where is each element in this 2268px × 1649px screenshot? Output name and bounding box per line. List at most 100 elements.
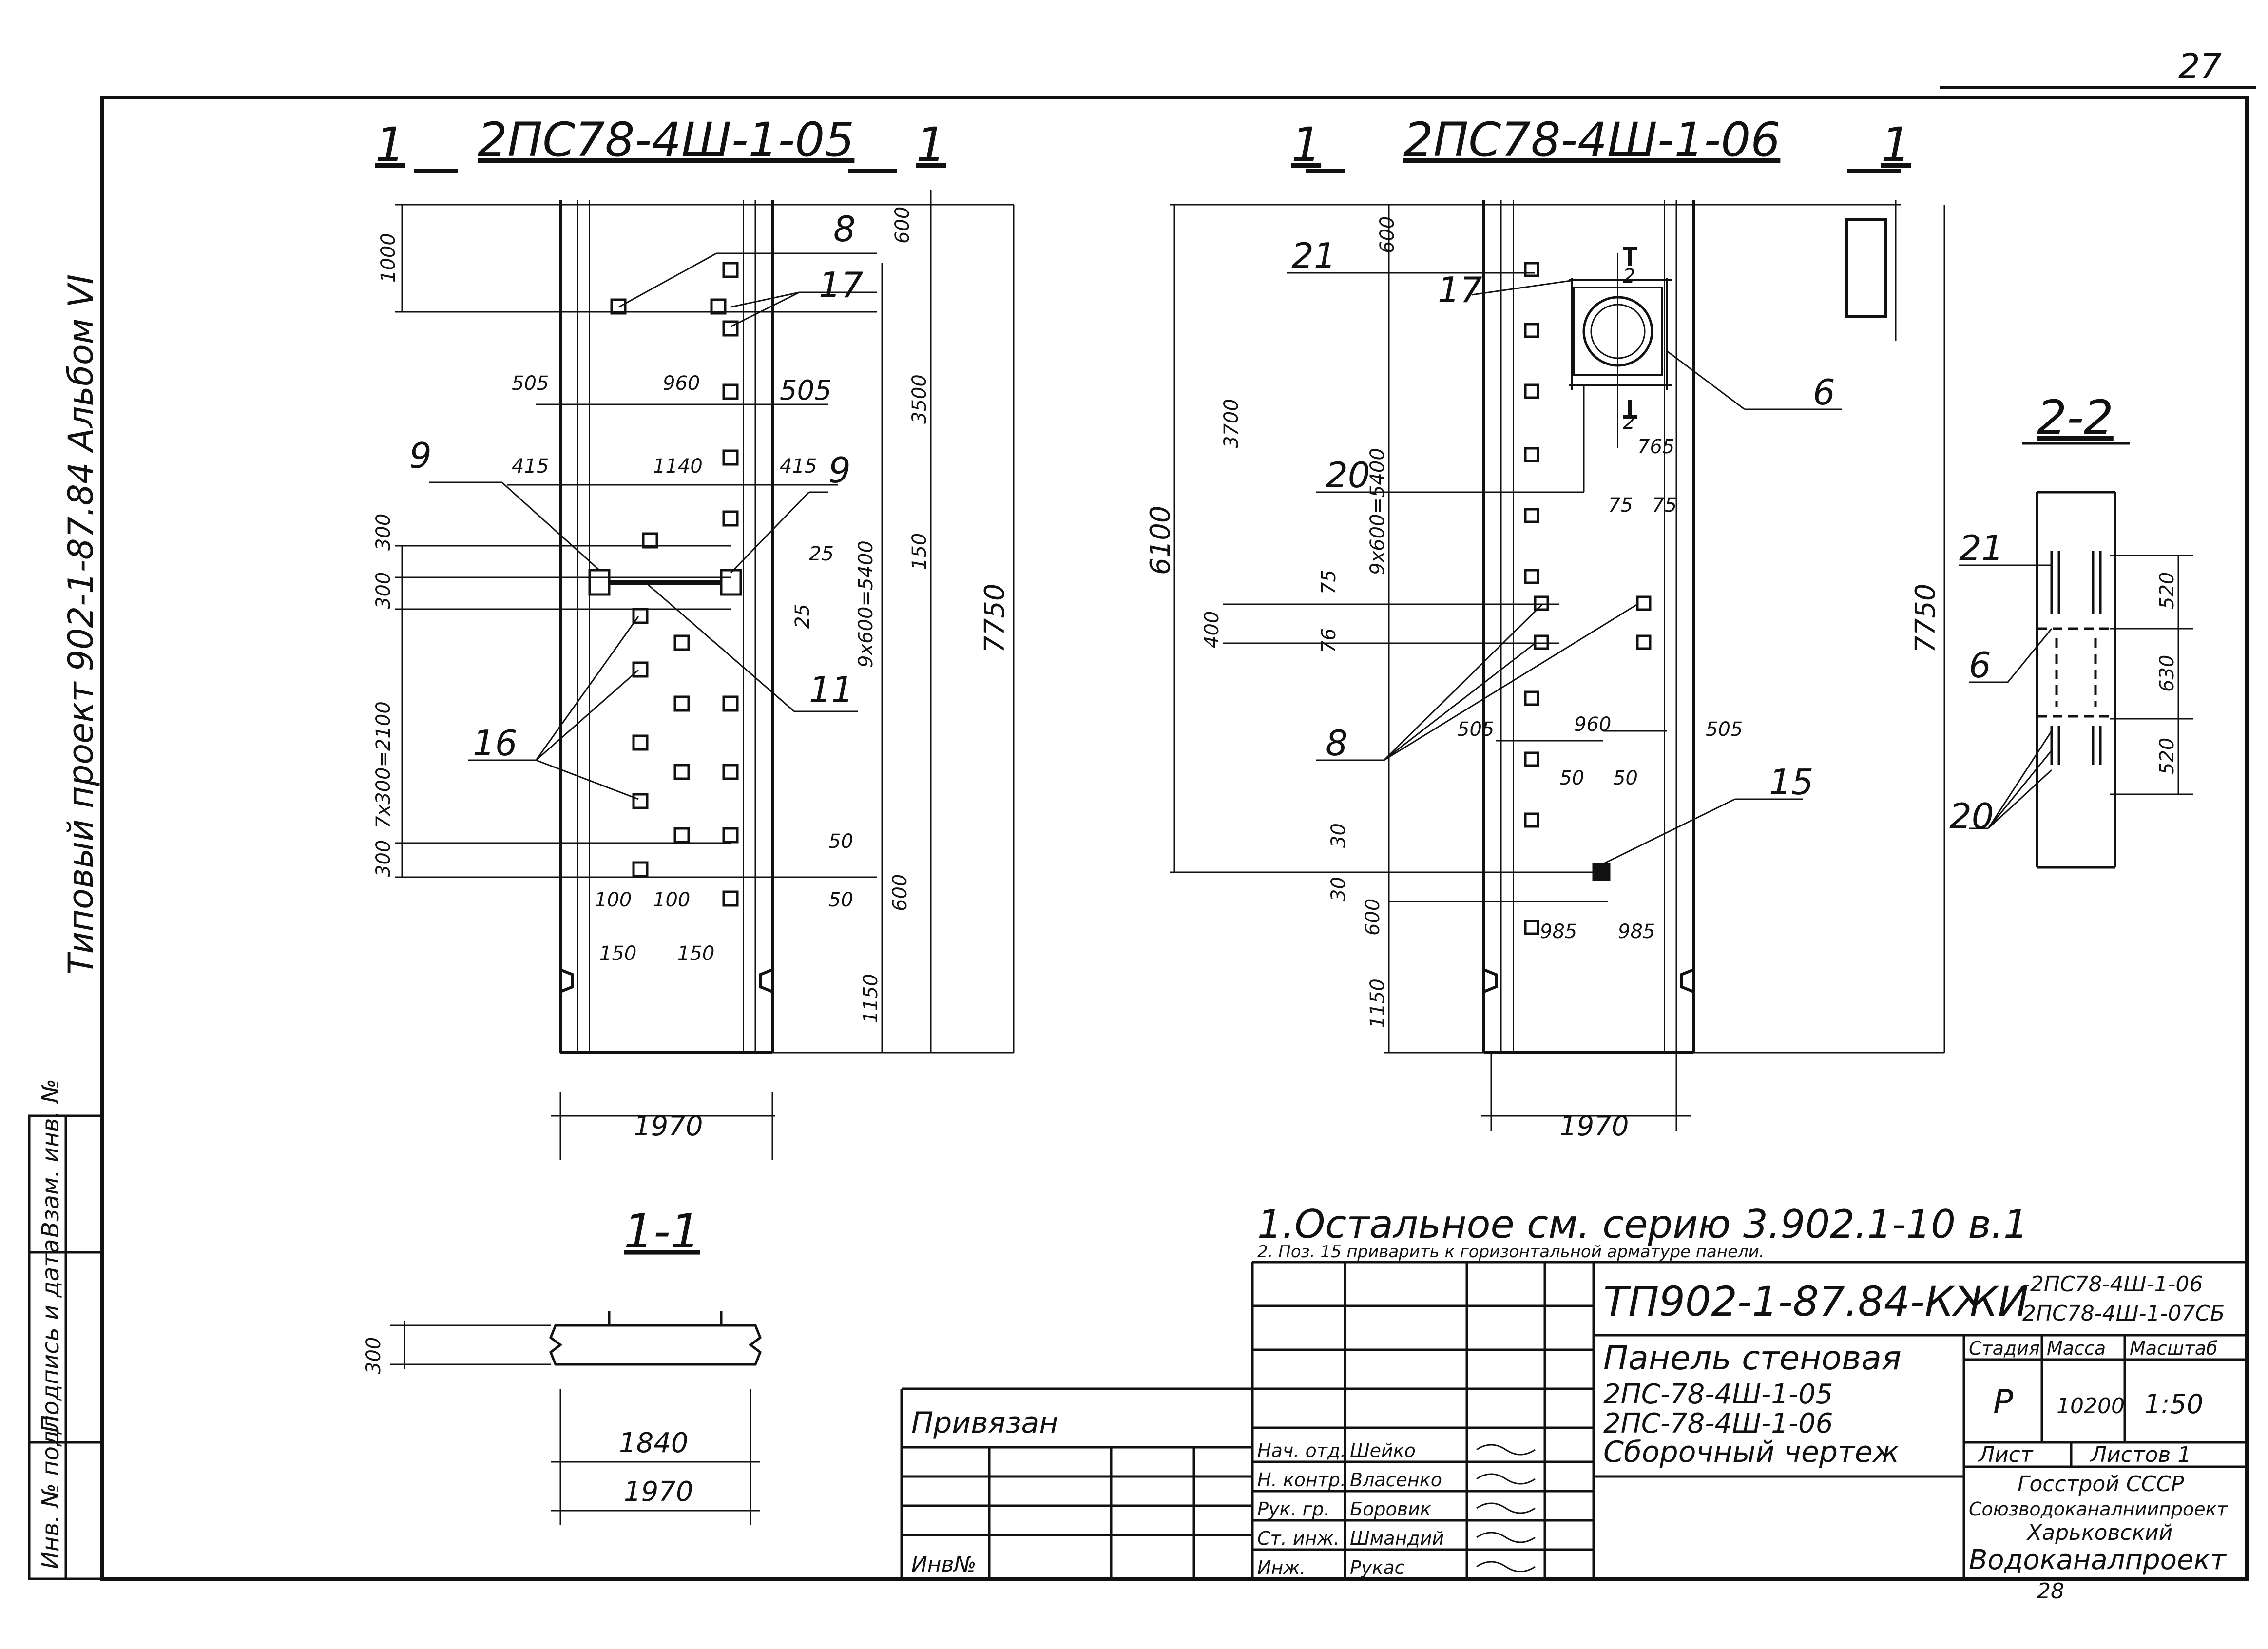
panel-b: 1 1 2ПС78-4Ш-1-06 600 3700 9x600=5400 61… [1145, 113, 1945, 1142]
dim-a-50-2: 50 [828, 889, 853, 911]
stamp-role-2: Н. контр. [1257, 1469, 1346, 1491]
label-a-11: 11 [809, 669, 854, 710]
stamp-org-3: Харьковский [2026, 1520, 2172, 1545]
stamp-role-4: Ст. инж. [1257, 1528, 1340, 1549]
dim-11-300: 300 [363, 1337, 385, 1374]
dim-a-505-left: 505 [512, 372, 549, 395]
stamp-stage: Р [1993, 1383, 2013, 1421]
dim-a-300-2: 300 [372, 572, 395, 609]
label-a-17: 17 [819, 265, 864, 306]
dim-a-3500: 3500 [908, 374, 931, 424]
dim-b-75-1: 75 [1608, 494, 1633, 517]
label-22-6: 6 [1969, 645, 1991, 686]
stamp-sheet-header: Лист [1978, 1442, 2034, 1467]
dim-a-7x300: 7x300=2100 [372, 701, 395, 828]
dim-b-1150: 1150 [1366, 978, 1389, 1028]
dim-a-1000: 1000 [377, 233, 400, 283]
label-b-15: 15 [1769, 762, 1814, 803]
dim-11-1840: 1840 [619, 1427, 689, 1459]
panel-a-title: 2ПС78-4Ш-1-05 [478, 113, 854, 167]
stamp-person-4: Шмандий [1350, 1528, 1444, 1549]
note-2: 2. Поз. 15 приварить к горизонтальной ар… [1257, 1242, 1765, 1262]
dim-b-6100: 6100 [1145, 505, 1176, 575]
stamp-person-5: Рукас [1350, 1557, 1405, 1578]
dim-b-50-2: 50 [1613, 767, 1638, 789]
label-b-21: 21 [1291, 235, 1336, 276]
dim-b-30-2: 30 [1327, 877, 1350, 901]
dim-a-50-1: 50 [828, 830, 853, 853]
stamp-scale-header: Масштаб [2130, 1338, 2218, 1359]
dim-b-600: 600 [1376, 216, 1399, 253]
dim-b-600-bottom: 600 [1362, 899, 1384, 936]
dim-a-1970: 1970 [634, 1111, 703, 1142]
dim-22-520-1: 520 [2156, 572, 2178, 609]
dim-b-505-left: 505 [1457, 718, 1494, 741]
dim-a-9x600: 9x600=5400 [855, 540, 877, 668]
dim-a-960: 960 [663, 372, 700, 395]
label-b-6: 6 [1813, 372, 1835, 413]
label-b-20: 20 [1326, 455, 1370, 496]
dim-a-300-1: 300 [372, 514, 395, 551]
stamp-role-3: Рук. гр. [1257, 1498, 1330, 1520]
left-stamp-replace: Взам. инв. № [37, 1079, 64, 1238]
dim-a-1150: 1150 [860, 974, 882, 1023]
stamp-bottom-number: 28 [2037, 1579, 2064, 1604]
stamp-org-1: Госстрой СССР [2018, 1472, 2184, 1496]
dim-b-75-2: 75 [1652, 494, 1677, 517]
stamp-scale: 1:50 [2144, 1389, 2203, 1419]
dim-b-765: 765 [1637, 436, 1674, 458]
label-22-20: 20 [1949, 796, 1994, 837]
dim-a-600: 600 [891, 207, 914, 244]
dim-b-505-right: 505 [1706, 718, 1743, 741]
dim-a-415-left: 415 [512, 455, 549, 478]
stamp-org-2: Союзводоканалниипроект [1969, 1498, 2229, 1520]
dim-a-100-2: 100 [653, 889, 690, 911]
dim-a-150-1: 150 [599, 942, 636, 965]
dim-b-9x600: 9x600=5400 [1366, 448, 1389, 575]
label-b-17: 17 [1438, 269, 1482, 310]
label-a-16: 16 [473, 723, 518, 764]
stamp-code: ТП902-1-87.84-КЖИ [1603, 1278, 2029, 1325]
cut-mark-b-right: 1 [1881, 117, 1911, 172]
dim-a-300-3: 300 [372, 840, 395, 877]
cut-2-bottom: 2 [1623, 411, 1635, 434]
note-1: 1.Остальное см. серию 3.902.1-10 в.1 [1257, 1202, 2028, 1247]
stamp-stage-header: Стадия [1969, 1338, 2040, 1359]
dim-b-985-2: 985 [1618, 920, 1655, 943]
label-a-9-right: 9 [828, 450, 851, 491]
stamp-person-1: Шейко [1350, 1440, 1416, 1461]
panel-a: 1 1 2ПС78-4Ш-1-05 1000 600 8 17 505 960 … [372, 113, 1015, 1160]
dim-a-100-1: 100 [595, 889, 632, 911]
dim-b-960: 960 [1574, 713, 1611, 736]
dim-a-150-2: 150 [677, 942, 714, 965]
dim-b-3700: 3700 [1220, 399, 1243, 448]
section-1-1-title: 1-1 [624, 1204, 700, 1259]
stamp-name-4: Сборочный чертеж [1603, 1435, 1899, 1469]
signature-marks [1476, 1444, 1536, 1572]
label-b-8: 8 [1326, 723, 1348, 764]
dim-b-7750: 7750 [1910, 583, 1941, 653]
dim-a-600-bottom: 600 [889, 874, 911, 911]
stamp-person-2: Власенко [1350, 1469, 1442, 1491]
dim-22-630: 630 [2156, 655, 2178, 692]
dim-b-75: 75 [1318, 570, 1340, 594]
stamp-name-1: Панель стеновая [1603, 1339, 1902, 1378]
label-22-21: 21 [1959, 528, 2004, 569]
panel-b-title: 2ПС78-4Ш-1-06 [1403, 113, 1780, 167]
stamp-role-1: Нач. отд. [1257, 1440, 1346, 1461]
dim-b-400: 400 [1201, 611, 1223, 648]
left-stamp [28, 1114, 104, 1580]
title-block [900, 1261, 2247, 1579]
section-2-2: 2-2 21 6 20 520 630 520 [1949, 390, 2193, 869]
cut-mark-a-right: 1 [916, 117, 946, 172]
side-title: Типовый проект 902-1-87.84 Альбом VI [61, 274, 101, 975]
dim-b-985-1: 985 [1540, 920, 1577, 943]
dim-b-1970: 1970 [1559, 1111, 1629, 1142]
stamp-inv: Инв№ [911, 1552, 976, 1577]
stamp-name-3: 2ПС-78-4Ш-1-06 [1603, 1408, 1833, 1439]
stamp-sheets-header: Листов 1 [2090, 1442, 2191, 1467]
dim-a-415-right: 415 [780, 455, 817, 478]
stamp-bound: Привязан [911, 1406, 1058, 1440]
dim-22-520-2: 520 [2156, 738, 2178, 775]
